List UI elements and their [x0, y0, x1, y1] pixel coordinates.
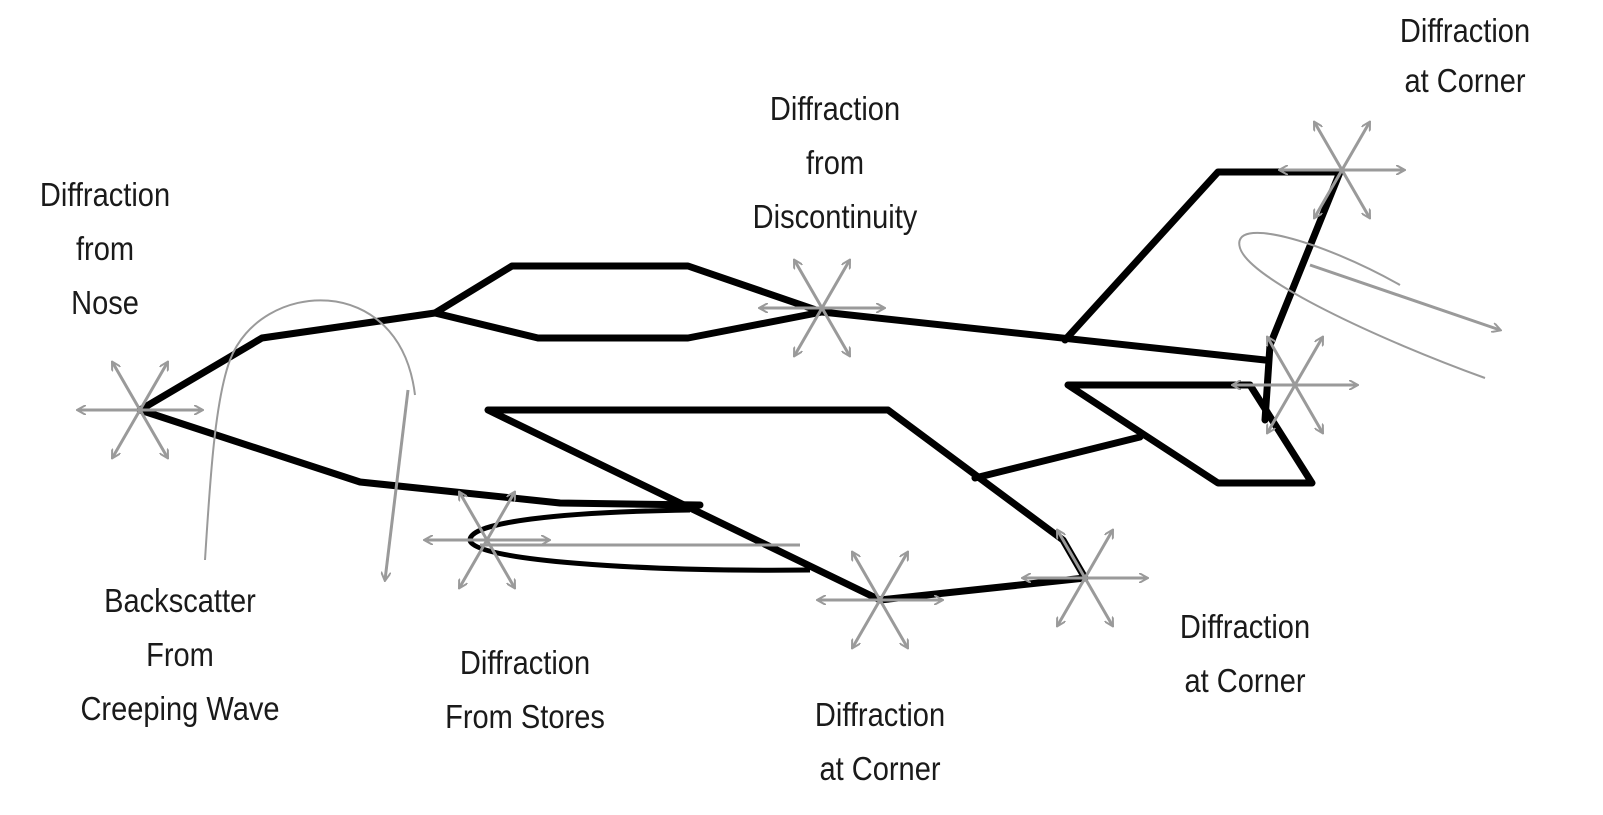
label-wingtip-corner: Diffraction at Corner [1139, 600, 1350, 708]
scatter-arrow [1083, 577, 1113, 626]
creeping-wave [204, 299, 416, 580]
scatter-arrow [460, 492, 489, 541]
scatter-arrow [485, 492, 515, 541]
label-line: from [75, 230, 135, 267]
label-nose: Diffraction from Nose [13, 168, 198, 330]
lower-fuselage [136, 406, 704, 509]
scatter-arrow [820, 307, 850, 356]
aft-fuselage [971, 433, 1144, 482]
scatter-arrow [795, 307, 824, 356]
scatter-arrow [1083, 530, 1113, 579]
label-creeping-wave: Backscatter From Creeping Wave [48, 574, 312, 736]
canopy [431, 262, 826, 342]
label-wing-corner: Diffraction at Corner [774, 688, 985, 796]
scatter-arrow [113, 409, 142, 458]
label-line: Nose [71, 284, 139, 321]
label-line: Diffraction [1399, 12, 1531, 49]
scatter-arrow [878, 552, 908, 601]
scatter-arrow [1293, 384, 1323, 433]
label-line: Diffraction [769, 90, 901, 127]
scatter-arrow [1058, 577, 1087, 626]
scatter-star [1023, 530, 1147, 625]
upper-fuselage [136, 309, 439, 414]
scatter-arrow [138, 362, 168, 411]
label-stores: Diffraction From Stores [415, 636, 635, 744]
scatter-arrow [820, 260, 850, 309]
scatter-arrow [853, 599, 882, 648]
label-line: Backscatter [104, 582, 256, 619]
scatter-arrow [878, 599, 908, 648]
scatter-arrow [1315, 122, 1344, 171]
label-line: Creeping Wave [80, 690, 280, 727]
label-line: Diffraction [39, 176, 171, 213]
label-line: at Corner [1404, 62, 1526, 99]
scatter-star [818, 552, 942, 647]
scatter-star [78, 362, 202, 457]
label-line: at Corner [819, 750, 941, 787]
tail-return [1238, 231, 1500, 379]
label-line: at Corner [1184, 662, 1306, 699]
scatter-arrow [113, 362, 142, 411]
label-line: From Stores [445, 698, 605, 735]
label-line: Discontinuity [752, 198, 918, 235]
scatter-star [1280, 122, 1404, 217]
label-line: Diffraction [1179, 608, 1311, 645]
scatter-arrow [1268, 337, 1297, 386]
scatter-stars [78, 122, 1404, 647]
scatter-star [1233, 337, 1357, 432]
scatter-arrow [1293, 337, 1323, 386]
scatter-arrow [460, 539, 489, 588]
scatter-arrow [1340, 122, 1370, 171]
scatter-arrow [138, 409, 168, 458]
scatter-star [760, 260, 884, 355]
horizontal-stabilizer [1064, 381, 1316, 487]
scatter-arrow [853, 552, 882, 601]
store [467, 507, 811, 573]
scatter-arrow [1268, 384, 1297, 433]
label-line: Diffraction [814, 696, 946, 733]
fuselage-top [818, 308, 1269, 364]
scatter-arrow [1058, 530, 1087, 579]
scatter-arrow [1315, 169, 1344, 218]
label-discontinuity: Diffraction from Discontinuity [716, 82, 954, 244]
scatter-arrow [485, 539, 515, 588]
scatter-star [425, 492, 549, 587]
scatter-arrow [795, 260, 824, 309]
label-line: Diffraction [459, 644, 591, 681]
label-line: From [146, 636, 214, 673]
label-line: from [805, 144, 865, 181]
scatter-arrow [1340, 169, 1370, 218]
label-tail-corner: Diffraction at Corner [1364, 6, 1566, 106]
